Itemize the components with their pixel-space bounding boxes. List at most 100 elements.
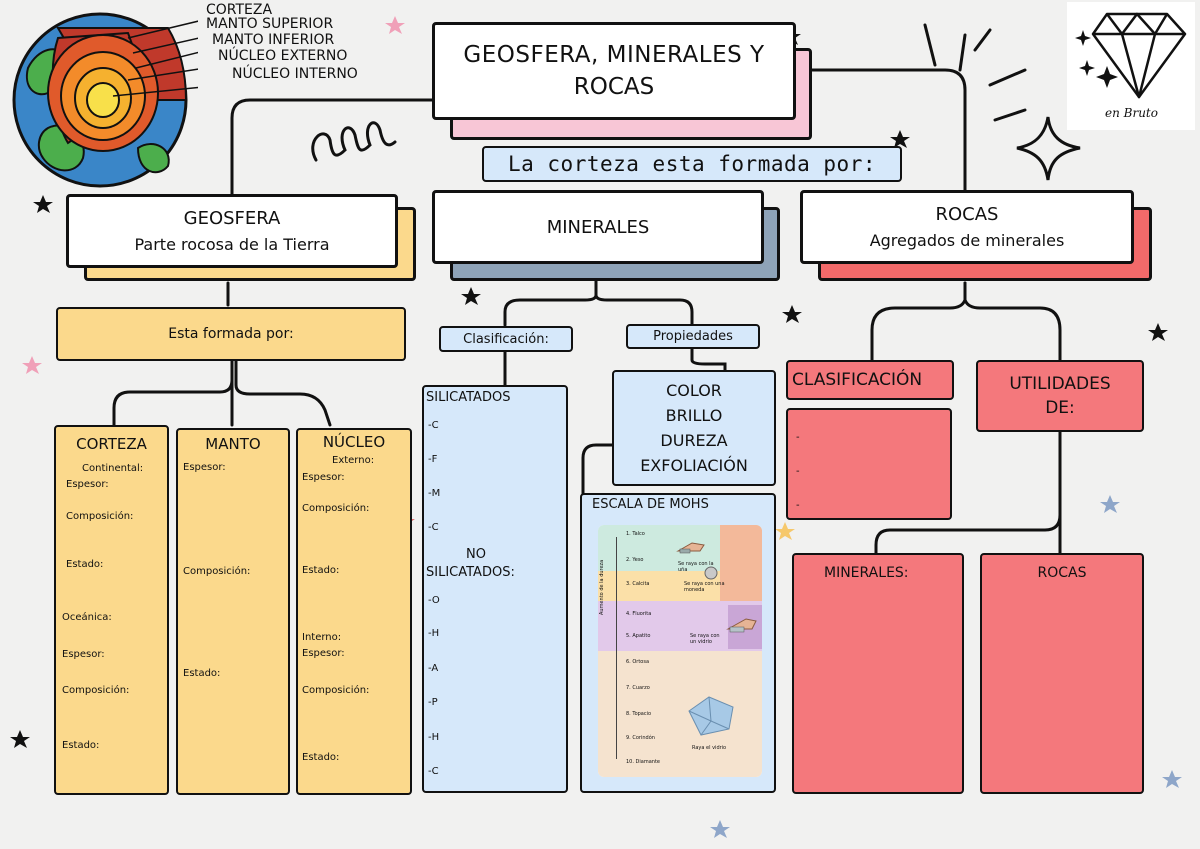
corteza-oceanica: Oceánica: xyxy=(62,612,112,623)
geosfera-title: GEOSFERA xyxy=(183,208,281,229)
rocas-box: ROCAS Agregados de minerales xyxy=(800,190,1134,264)
silicatados-title: SILICATADOS xyxy=(426,390,511,405)
mohs-row-8: 8. Topacio xyxy=(626,711,652,717)
no-silicatados-line-1: NO xyxy=(466,547,486,562)
subtitle-text: La corteza esta formada por: xyxy=(507,152,876,176)
corteza-oceanica-composicion: Composición: xyxy=(62,685,130,696)
minerales-clasificacion-tag: Clasificación: xyxy=(439,326,573,352)
nucleo-interno-estado: Estado: xyxy=(302,752,340,763)
mohs-row-1: 1. Talco xyxy=(626,531,645,537)
glass-scratch-icon xyxy=(726,618,757,633)
earth-label-nucleo-externo: NÚCLEO EXTERNO xyxy=(218,48,348,64)
mohs-title: ESCALA DE MOHS xyxy=(592,497,709,512)
utilidades-minerales-box: MINERALES: xyxy=(792,553,964,794)
geosfera-box: GEOSFERA Parte rocosa de la Tierra xyxy=(66,194,398,268)
mohs-note-4: Raya el vidrio xyxy=(692,745,727,751)
diamond-icon xyxy=(1075,12,1187,99)
hand-scratch-icon xyxy=(676,542,705,554)
corteza-box: CORTEZA Continental: Espesor: Composició… xyxy=(54,425,169,795)
nucleo-interno-espesor: Espesor: xyxy=(302,648,345,659)
nucleo-box: NÚCLEO Externo: Espesor: Composición: Es… xyxy=(296,428,412,795)
nucleo-estado: Estado: xyxy=(302,565,340,576)
nucleo-externo: Externo: xyxy=(332,455,375,466)
nucleo-interno: Interno: xyxy=(302,632,342,643)
subtitle-banner: La corteza esta formada por: xyxy=(482,146,902,182)
corteza-composicion: Composición: xyxy=(66,511,134,522)
nucleo-espesor: Espesor: xyxy=(302,472,345,483)
rocas-clasificacion-header: CLASIFICACIÓN xyxy=(786,360,954,400)
utilidades-line-2: DE: xyxy=(1045,398,1075,418)
mohs-row-6: 6. Ortosa xyxy=(626,659,650,665)
manto-composicion: Composición: xyxy=(183,566,251,577)
corteza-continental: Continental: xyxy=(82,463,144,474)
minerales-title: MINERALES xyxy=(546,216,650,238)
mohs-note-1: Se raya con la uña xyxy=(678,561,714,573)
mohs-row-5: 5. Apatito xyxy=(626,633,651,639)
mohs-row-9: 9. Corindón xyxy=(626,735,655,741)
mohs-note-3: Se raya con un vidrio xyxy=(690,633,720,645)
mohs-row-7: 7. Cuarzo xyxy=(626,685,650,691)
sil-item-4: -C xyxy=(428,522,439,533)
utilidades-line-1: UTILIDADES xyxy=(1009,374,1111,394)
mohs-note-2: Se raya con una moneda xyxy=(684,581,725,593)
mohs-box: ESCALA DE MOHS Aumento de la dureza 1. T… xyxy=(580,493,776,793)
utilidades-box: UTILIDADES DE: xyxy=(976,360,1144,432)
nosil-item-2: -H xyxy=(428,628,440,639)
title-line-2: ROCAS xyxy=(573,74,655,100)
page-title: GEOSFERA, MINERALES Y ROCAS xyxy=(432,22,796,120)
rocas-clas-item-3: - xyxy=(796,500,800,511)
nosil-item-1: -O xyxy=(428,595,440,606)
propiedades-box: COLOR BRILLO DUREZA EXFOLIACIÓN xyxy=(612,370,776,486)
earth-label-corteza: CORTEZA xyxy=(206,2,273,18)
rocas-clas-item-2: - xyxy=(796,466,800,477)
rocas-clasificacion-list: - - - xyxy=(786,408,952,520)
prop-color: COLOR xyxy=(666,381,722,400)
earth-layers-illustration xyxy=(12,12,198,188)
earth-label-manto-inferior: MANTO INFERIOR xyxy=(212,32,335,48)
corteza-oceanica-estado: Estado: xyxy=(62,740,100,751)
title-line-1: GEOSFERA, MINERALES Y xyxy=(463,42,765,68)
utilidades-rocas-box: ROCAS xyxy=(980,553,1144,794)
rocas-clas-item-1: - xyxy=(796,432,800,443)
earth-label-nucleo-interno: NÚCLEO INTERNO xyxy=(232,66,358,82)
mohs-axis-label: Aumento de la dureza xyxy=(599,559,605,615)
prop-dureza: DUREZA xyxy=(660,431,728,450)
mohs-scale-image: Aumento de la dureza 1. Talco 2. Yeso 3.… xyxy=(598,525,762,777)
manto-title: MANTO xyxy=(205,435,261,453)
mohs-row-2: 2. Yeso xyxy=(626,557,644,563)
geosfera-formada-box: Esta formada por: xyxy=(56,307,406,361)
geosfera-subtitle: Parte rocosa de la Tierra xyxy=(134,235,330,254)
minerales-propiedades-text: Propiedades xyxy=(653,329,733,344)
no-silicatados-line-2: SILICATADOS: xyxy=(426,565,515,580)
corteza-espesor: Espesor: xyxy=(66,479,109,490)
nosil-item-5: -H xyxy=(428,732,440,743)
corteza-oceanica-espesor: Espesor: xyxy=(62,649,105,660)
prop-exfoliacion: EXFOLIACIÓN xyxy=(640,456,748,475)
corteza-estado: Estado: xyxy=(66,559,104,570)
minerales-box: MINERALES xyxy=(432,190,764,264)
prop-brillo: BRILLO xyxy=(665,406,723,425)
coin-scratch-icon xyxy=(704,566,718,580)
earth-label-manto-superior: MANTO SUPERIOR xyxy=(206,16,334,32)
nucleo-title: NÚCLEO xyxy=(322,433,386,451)
geosfera-formada-text: Esta formada por: xyxy=(168,326,294,342)
rocas-title: ROCAS xyxy=(935,204,999,225)
sil-item-3: -M xyxy=(428,488,441,499)
rocas-clasificacion-title: CLASIFICACIÓN xyxy=(792,370,923,390)
nosil-item-4: -P xyxy=(428,697,438,708)
nosil-item-6: -C xyxy=(428,766,439,777)
utilidades-rocas-title: ROCAS xyxy=(1037,565,1087,581)
nucleo-interno-composicion: Composición: xyxy=(302,685,370,696)
nucleo-composicion: Composición: xyxy=(302,503,370,514)
silicatados-box: SILICATADOS -C -F -M -C NO SILICATADOS: … xyxy=(422,385,568,793)
logo-text: en Bruto xyxy=(1105,106,1158,120)
manto-espesor: Espesor: xyxy=(183,462,226,473)
corteza-title: CORTEZA xyxy=(76,435,147,453)
nosil-item-3: -A xyxy=(428,663,439,674)
sil-item-1: -C xyxy=(428,420,439,431)
minerales-propiedades-tag: Propiedades xyxy=(626,324,760,349)
rocas-subtitle: Agregados de minerales xyxy=(869,231,1065,250)
manto-box: MANTO Espesor: Composición: Estado: xyxy=(176,428,290,795)
manto-estado: Estado: xyxy=(183,668,221,679)
